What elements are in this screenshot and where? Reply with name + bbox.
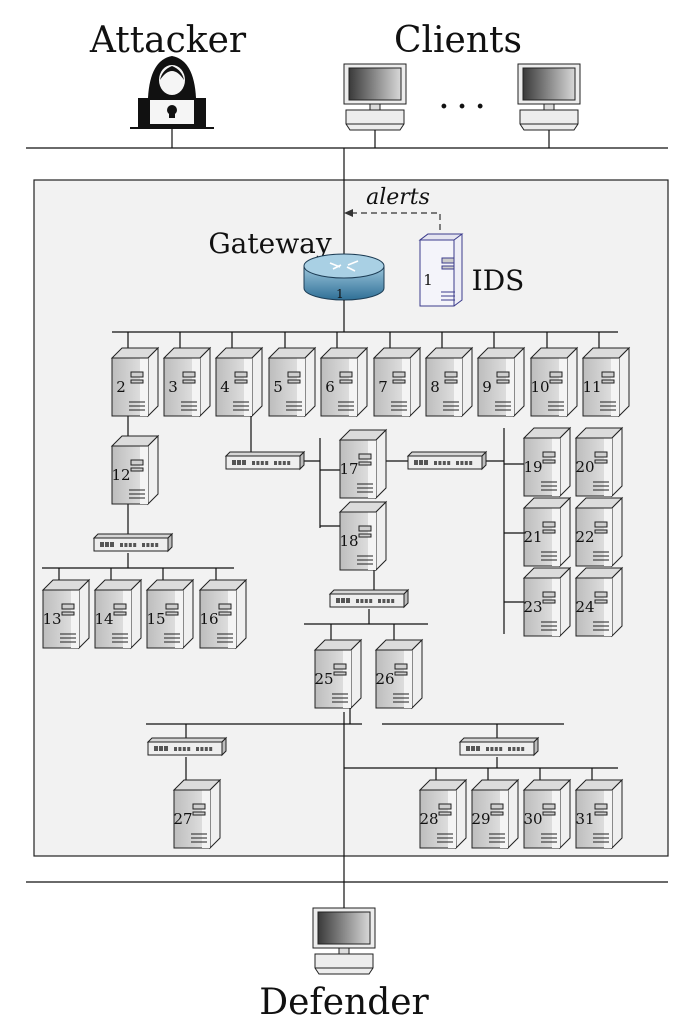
server-icon: 20 — [574, 426, 624, 498]
gateway-id: 1 — [336, 287, 344, 301]
server-icon: 3 — [162, 346, 212, 418]
server-id-label: 5 — [273, 378, 283, 396]
gateway-label: Gateway — [208, 227, 332, 260]
server-id-label: 25 — [314, 670, 333, 688]
server-id-label: 13 — [42, 610, 61, 628]
server-icon: 29 — [470, 778, 520, 850]
defender-label: Defender — [259, 982, 429, 1022]
server-icon: 9 — [476, 346, 526, 418]
server-id-label: 17 — [339, 460, 358, 478]
server-icon: 21 — [522, 496, 572, 568]
server-id-label: 8 — [430, 378, 440, 396]
server-icon: 25 — [313, 638, 363, 710]
server-id-label: 7 — [378, 378, 388, 396]
server-icon: 12 — [110, 434, 160, 506]
server-icon: 6 — [319, 346, 369, 418]
server-id-label: 26 — [375, 670, 394, 688]
server-id-label: 30 — [523, 810, 542, 828]
server-icon: 4 — [214, 346, 264, 418]
attacker-icon — [130, 56, 214, 148]
server-id-label: 23 — [523, 598, 542, 616]
client-monitor-icon — [517, 63, 581, 148]
server-id-label: 16 — [199, 610, 218, 628]
server-icon: 8 — [424, 346, 474, 418]
ids-label: IDS — [472, 264, 525, 297]
server-id-label: 15 — [146, 610, 165, 628]
server-id-label: 18 — [339, 532, 358, 550]
server-icon: 11 — [581, 346, 631, 418]
server-id-label: 3 — [168, 378, 178, 396]
network-switch-icon — [146, 736, 228, 757]
clients-label: Clients — [394, 20, 522, 61]
server-icon: 17 — [338, 428, 388, 500]
server-id-label: 31 — [575, 810, 594, 828]
server-icon: 28 — [418, 778, 468, 850]
client-monitor-icon — [343, 63, 407, 148]
network-switch-icon — [458, 736, 540, 757]
server-id-label: 19 — [523, 458, 542, 476]
server-id-label: 21 — [523, 528, 542, 546]
server-id-label: 4 — [220, 378, 230, 396]
server-icon: 19 — [522, 426, 572, 498]
network-switch-icon — [328, 588, 410, 609]
network-switch-icon — [406, 450, 488, 471]
network-links — [42, 331, 618, 780]
ids-id: 1 — [423, 271, 433, 289]
switch-group — [92, 450, 540, 757]
server-icon: 23 — [522, 566, 572, 638]
server-id-label: 9 — [482, 378, 492, 396]
server-icon: 2 — [110, 346, 160, 418]
server-icon: 15 — [145, 578, 195, 650]
server-icon: 18 — [338, 500, 388, 572]
defender-monitor-icon — [312, 907, 376, 975]
ellipsis-label: . . . — [439, 85, 484, 115]
server-id-label: 6 — [325, 378, 335, 396]
server-icon: 10 — [529, 346, 579, 418]
server-id-label: 20 — [575, 458, 594, 476]
server-id-label: 14 — [94, 610, 113, 628]
server-id-label: 28 — [419, 810, 438, 828]
server-icon: 7 — [372, 346, 422, 418]
server-id-label: 10 — [530, 378, 549, 396]
server-id-label: 12 — [111, 466, 130, 484]
gateway-router-icon — [303, 253, 385, 301]
server-icon: 22 — [574, 496, 624, 568]
server-icon: 30 — [522, 778, 572, 850]
attacker-label: Attacker — [89, 20, 247, 61]
server-icon: 27 — [172, 778, 222, 850]
ids-server-icon — [418, 233, 464, 307]
server-icon: 26 — [374, 638, 424, 710]
alerts-label: alerts — [366, 185, 430, 210]
server-icon: 24 — [574, 566, 624, 638]
server-icon: 31 — [574, 778, 624, 850]
network-switch-icon — [92, 532, 174, 553]
server-id-label: 2 — [116, 378, 126, 396]
server-icon: 5 — [267, 346, 317, 418]
server-id-label: 29 — [471, 810, 490, 828]
server-icon: 13 — [41, 578, 91, 650]
server-id-label: 24 — [575, 598, 594, 616]
server-id-label: 11 — [582, 378, 601, 396]
server-icon: 16 — [198, 578, 248, 650]
alerts-arrow — [344, 209, 441, 230]
server-icon: 14 — [93, 578, 143, 650]
network-switch-icon — [224, 450, 306, 471]
server-id-label: 22 — [575, 528, 594, 546]
server-id-label: 27 — [173, 810, 192, 828]
